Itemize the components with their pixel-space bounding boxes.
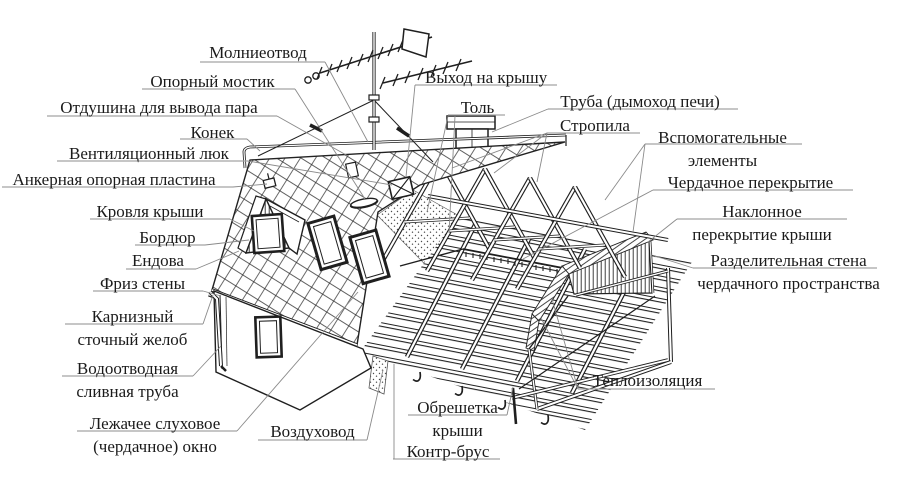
diagram-label-naklonnoe: Наклонное перекрытие крыши <box>672 200 852 246</box>
diagram-label-vspomogatelnye: Вспомогательные элементы <box>640 126 805 172</box>
diagram-label-kontrbrus: Контр-брус <box>393 440 503 463</box>
diagram-label-naklonnoe-line: Наклонное <box>722 202 802 221</box>
diagram-label-krovlya: Кровля крыши <box>85 200 215 223</box>
diagram-label-obreshetka: Обрешетка крыши <box>405 396 510 442</box>
diagram-label-friz-line: Фриз стены <box>99 274 186 293</box>
diagram-label-vozdukhovod-line: Воздуховод <box>270 422 355 441</box>
diagram-label-bordyur-line: Бордюр <box>139 228 196 247</box>
diagram-label-bordyur: Бордюр <box>125 226 210 249</box>
diagram-label-stropila-line: Стропила <box>560 116 630 135</box>
ventilation-hatch <box>387 175 415 201</box>
diagram-label-razdelitelnaya-line: чердачного пространства <box>697 274 880 293</box>
diagram-label-oporny-mostik: Опорный мостик <box>140 70 285 93</box>
diagram-label-cherdachnoe-perekrytie: Чердачное перекрытие <box>653 171 848 194</box>
diagram-label-ankernaya-line: Анкерная опорная пластина <box>12 170 216 189</box>
diagram-label-obreshetka-line: Обрешетка <box>417 398 498 417</box>
diagram-label-vodootvodnaya-line: Водоотводная <box>76 359 179 378</box>
diagram-label-lezhachee-line: (чердачное) окно <box>93 437 217 456</box>
diagram-label-lezhachee-line: Лежачее слуховое <box>89 414 221 433</box>
diagram-label-molniyeotvod: Молниеотвод <box>198 41 318 64</box>
diagram-label-ankernaya: Анкерная опорная пластина <box>0 168 228 191</box>
diagram-label-tol: Толь <box>445 96 510 119</box>
diagram-label-vykhod-line: Выход на крышу <box>425 68 548 87</box>
diagram-label-vodootvodnaya-line: сливная труба <box>76 382 179 401</box>
diagram-label-lezhachee: Лежачее слуховое (чердачное) окно <box>70 412 240 458</box>
attic-floor-deck <box>399 248 564 274</box>
diagram-label-teploizolyatsiya-line: Теплоизоляция <box>592 371 703 390</box>
diagram-label-karnizny-line: Карнизный <box>91 307 174 326</box>
diagram-label-vspomogatelnye-line: элементы <box>687 151 758 170</box>
diagram-label-teploizolyatsiya: Теплоизоляция <box>580 369 715 392</box>
diagram-label-karnizny-line: сточный желоб <box>77 330 188 349</box>
diagram-label-konek: Конек <box>170 121 255 144</box>
diagram-label-obreshetka-line: крыши <box>432 421 483 440</box>
diagram-label-vykhod: Выход на крышу <box>425 66 565 89</box>
diagram-label-molniyeotvod-line: Молниеотвод <box>209 43 307 62</box>
diagram-label-truba: Труба (дымоход печи) <box>545 90 735 113</box>
diagram-label-vent-lyuk: Вентиляционный люк <box>55 142 243 165</box>
diagram-label-vozdukhovod: Воздуховод <box>255 420 370 443</box>
diagram-label-kontrbrus-line: Контр-брус <box>406 442 490 461</box>
lightning-rod-mast <box>368 32 380 150</box>
diagram-label-endova: Ендова <box>118 249 198 272</box>
diagram-label-konek-line: Конек <box>190 123 235 142</box>
diagram-label-naklonnoe-line: перекрытие крыши <box>692 225 832 244</box>
diagram-label-krovlya-line: Кровля крыши <box>96 202 204 221</box>
diagram-label-tol-line: Толь <box>460 98 495 117</box>
diagram-label-oporny-mostik-line: Опорный мостик <box>150 72 275 91</box>
diagram-label-stropila: Стропила <box>545 114 645 137</box>
diagram-label-vspomogatelnye-line: Вспомогательные <box>658 128 787 147</box>
diagram-label-otdushina-line: Отдушина для вывода пара <box>60 98 258 117</box>
attic-frame <box>511 267 673 425</box>
diagram-label-cherdachnoe-perekrytie-line: Чердачное перекрытие <box>667 173 834 192</box>
diagram-label-otdushina: Отдушина для вывода пара <box>45 96 273 119</box>
diagram-label-razdelitelnaya: Разделительная стена чердачного пространс… <box>686 249 891 295</box>
skylight-window <box>348 228 391 286</box>
skylight-window <box>306 214 349 272</box>
diagram-label-endova-line: Ендова <box>132 251 184 270</box>
diagram-label-karnizny: Карнизный сточный желоб <box>60 305 205 351</box>
diagram-label-vodootvodnaya: Водоотводная сливная труба <box>55 357 200 403</box>
diagram-label-truba-line: Труба (дымоход печи) <box>560 92 720 111</box>
diagram-label-razdelitelnaya-line: Разделительная стена <box>710 251 867 270</box>
diagram-label-vent-lyuk-line: Вентиляционный люк <box>69 144 229 163</box>
diagram-label-friz: Фриз стены <box>85 272 200 295</box>
